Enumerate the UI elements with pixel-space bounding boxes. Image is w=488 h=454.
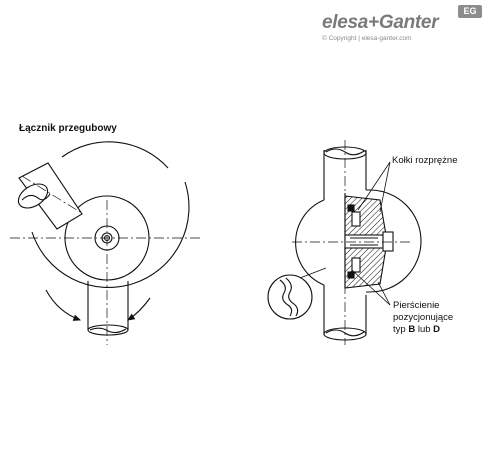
tilted-rod — [18, 162, 83, 230]
brand-name: elesa+Ganter — [322, 12, 439, 33]
brand-badge: EG — [458, 5, 482, 18]
expansion-pin-lower — [351, 257, 361, 273]
pins-label: Kołki rozprężne — [392, 155, 458, 166]
swing-range-arc — [31, 181, 190, 288]
bolt-head — [382, 231, 394, 252]
central-bolt — [344, 234, 384, 249]
sphere-body — [295, 199, 325, 286]
right-view — [267, 140, 422, 345]
rings-label: Pierścienie pozycjonujące typ B lub D — [393, 300, 453, 336]
pins-leader-1 — [357, 161, 391, 211]
left-view-title: Łącznik przegubowy — [19, 123, 117, 134]
pins-leader-2 — [379, 161, 391, 213]
rings-label-line1: Pierścienie — [393, 300, 440, 311]
left-view — [10, 141, 200, 345]
swing-arrow-left — [45, 289, 82, 321]
detail-bubble — [267, 274, 313, 320]
rings-leader-1 — [351, 269, 391, 306]
swing-arrow-right — [127, 297, 151, 321]
vertical-rod-end — [87, 324, 129, 336]
vertical-rod — [87, 281, 129, 330]
rings-leader-2 — [377, 281, 391, 306]
upper-rod — [323, 150, 367, 200]
swing-range-arc-top — [61, 141, 169, 169]
rings-label-line3: typ B lub D — [393, 324, 441, 335]
positioning-ring-upper — [347, 204, 355, 212]
brand-logo: elesa+Ganter EG © Copyright | elesa-gant… — [322, 5, 484, 52]
positioning-ring-lower — [347, 271, 355, 279]
lower-rod — [323, 285, 367, 335]
rings-label-line2: pozycjonujące — [393, 312, 454, 323]
brand-copyright: © Copyright | elesa-ganter.com — [322, 35, 412, 42]
expansion-pin-upper — [351, 211, 361, 227]
section-upper — [344, 195, 387, 236]
